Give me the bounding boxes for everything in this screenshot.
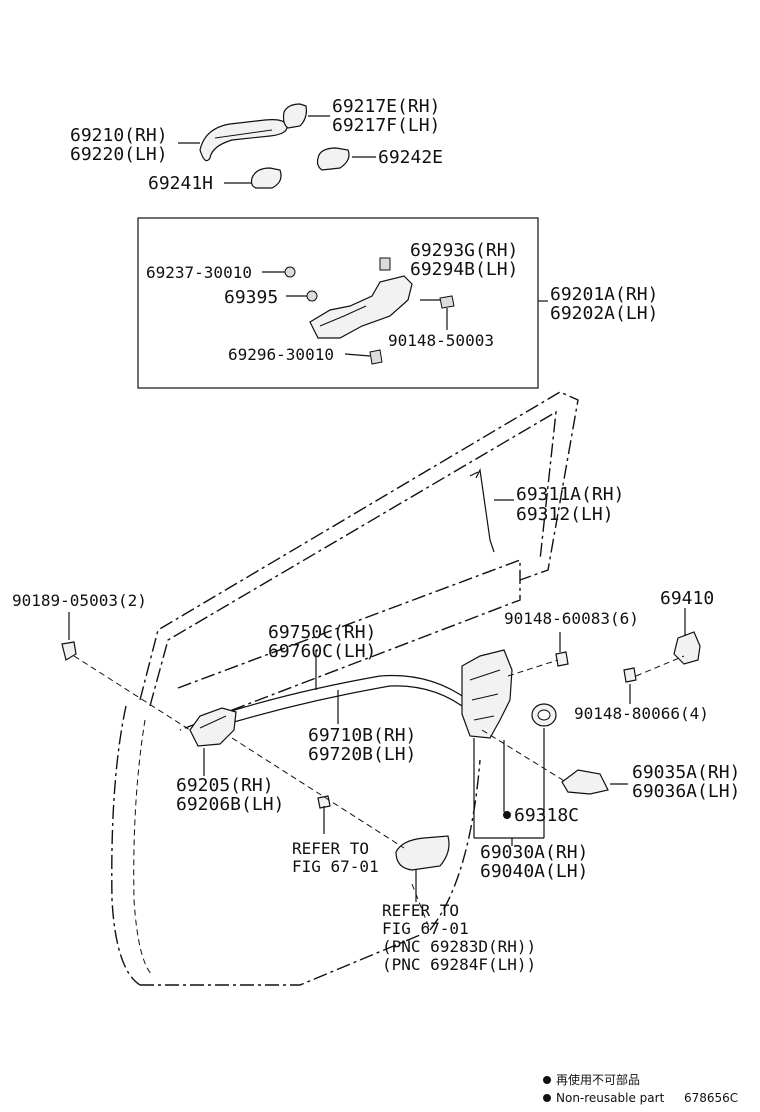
handle-pad-rear-drawing — [250, 167, 282, 189]
label-69237: 69237-30010 — [146, 263, 252, 282]
handle-pad-front-drawing — [316, 147, 350, 171]
label-69201a: 69201A(RH) — [550, 284, 658, 305]
label-69296: 69296-30010 — [228, 345, 334, 364]
label-69750c: 69750C(RH) — [268, 622, 376, 643]
label-pnc-69283d: (PNC 69283D(RH)) — [382, 937, 536, 956]
figure-code: 678656C — [684, 1091, 738, 1105]
cables-drawing — [227, 674, 471, 723]
label-69030a: 69030A(RH) — [480, 842, 588, 863]
label-69202a: 69202A(LH) — [550, 303, 658, 324]
label-69312: 69312(LH) — [516, 504, 614, 525]
label-69241h: 69241H — [148, 173, 213, 194]
door-lock-drawing — [461, 649, 513, 739]
outside-handle-drawing — [199, 119, 288, 162]
label-69210: 69210(RH) — [70, 125, 168, 146]
inside-handle-drawing — [189, 707, 237, 747]
label-69205: 69205(RH) — [176, 775, 274, 796]
label-90148-60083: 90148-60083(6) — [504, 609, 639, 628]
legend-jp-text: 再使用不可部品 — [556, 1072, 640, 1087]
handle-bezel-drawing — [395, 835, 450, 871]
clip-90189-drawing — [61, 641, 77, 661]
lock-cover-drawing — [561, 769, 609, 795]
label-69311a: 69311A(RH) — [516, 484, 624, 505]
label-69036a: 69036A(LH) — [632, 781, 740, 802]
grommet-drawing — [531, 703, 557, 727]
label-69217f: 69217F(LH) — [332, 115, 440, 136]
lock-rod-drawing — [469, 468, 495, 553]
label-69318c: 69318C — [514, 805, 579, 826]
label-90189: 90189-05003(2) — [12, 591, 147, 610]
legend-en-text: Non-reusable part — [556, 1091, 665, 1105]
lock-assembly-box — [137, 217, 539, 389]
label-69760c: 69760C(LH) — [268, 641, 376, 662]
label-69206b: 69206B(LH) — [176, 794, 284, 815]
label-69395: 69395 — [224, 287, 278, 308]
screw-60083-drawing — [555, 651, 569, 667]
legend-dot-2 — [543, 1094, 551, 1102]
legend-dot-1 — [543, 1076, 551, 1084]
screw-80066-drawing — [623, 667, 637, 683]
label-refer-to-1: REFER TO — [292, 839, 369, 858]
label-69220: 69220(LH) — [70, 144, 168, 165]
handle-cap-drawing — [282, 103, 307, 129]
door-outline — [111, 391, 579, 986]
label-69293g: 69293G(RH) — [410, 240, 518, 261]
handle-frame-drawing — [284, 257, 455, 365]
non-reusable-dot — [503, 811, 511, 819]
label-69217e: 69217E(RH) — [332, 96, 440, 117]
label-69294b: 69294B(LH) — [410, 259, 518, 280]
label-90148-50003: 90148-50003 — [388, 331, 494, 350]
label-69410: 69410 — [660, 588, 714, 609]
label-69242e: 69242E — [378, 147, 443, 168]
label-69710b: 69710B(RH) — [308, 725, 416, 746]
label-69720b: 69720B(LH) — [308, 744, 416, 765]
label-refer-to-2: REFER TO — [382, 901, 459, 920]
label-90148-80066: 90148-80066(4) — [574, 704, 709, 723]
label-69040a: 69040A(LH) — [480, 861, 588, 882]
label-refer-fig-2: FIG 67-01 — [382, 919, 469, 938]
label-refer-fig-1: FIG 67-01 — [292, 857, 379, 876]
striker-drawing — [673, 631, 701, 665]
label-pnc-69284f: (PNC 69284F(LH)) — [382, 955, 536, 974]
label-69035a: 69035A(RH) — [632, 762, 740, 783]
